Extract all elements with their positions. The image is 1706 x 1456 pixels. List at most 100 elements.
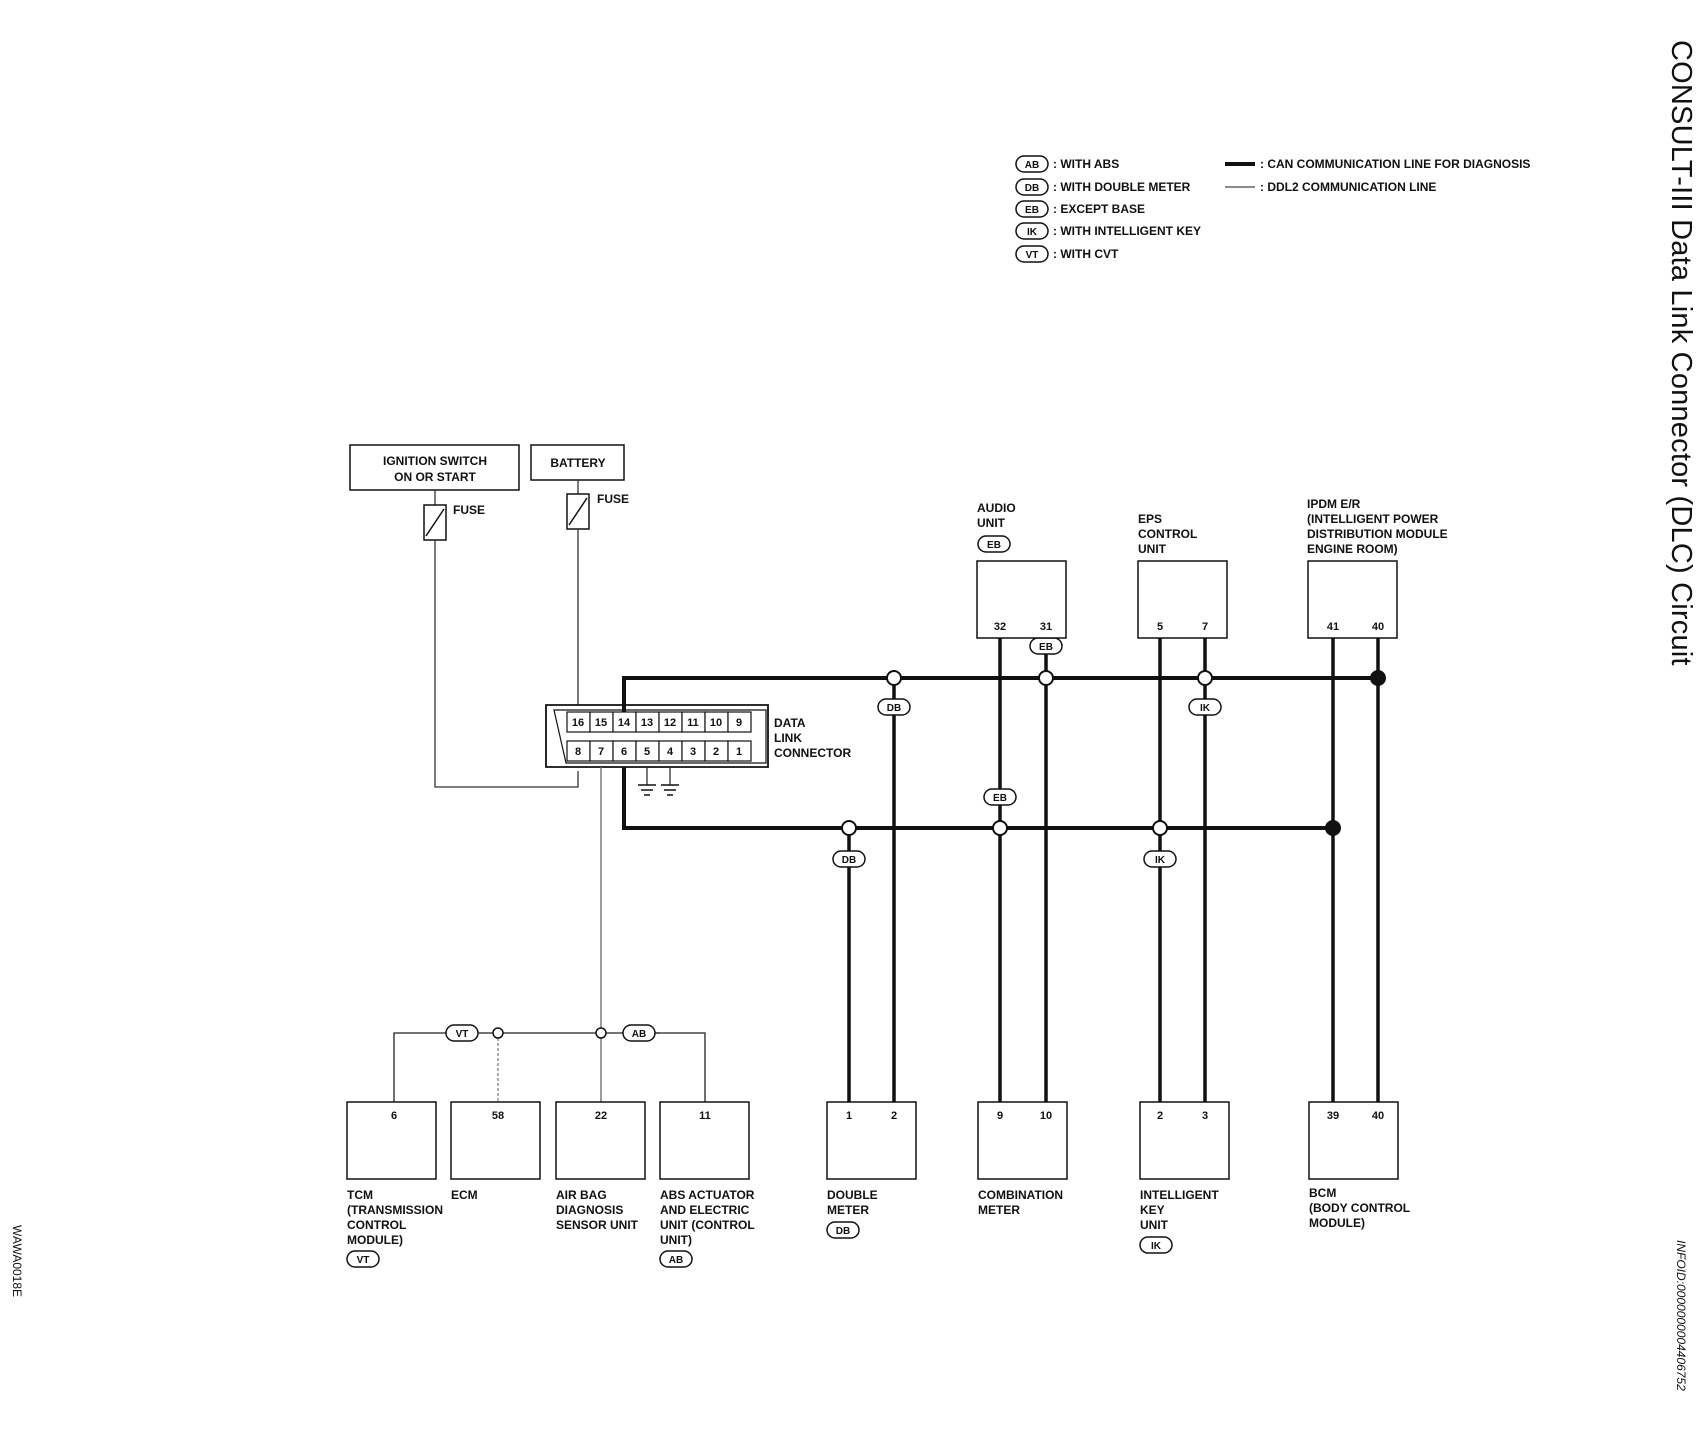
ignition-switch-box: IGNITION SWITCH ON OR START (349, 444, 520, 491)
svg-text:1: 1 (736, 746, 742, 758)
svg-text:MODULE): MODULE) (1309, 1216, 1365, 1230)
svg-text:AUDIO: AUDIO (977, 501, 1016, 515)
ground-symbols (638, 767, 679, 796)
svg-text:DOUBLE: DOUBLE (827, 1188, 878, 1202)
svg-text:3: 3 (1202, 1110, 1208, 1122)
svg-text:58: 58 (492, 1110, 504, 1122)
svg-text:: DDL2 COMMUNICATION LINE: : DDL2 COMMUNICATION LINE (1260, 180, 1436, 194)
svg-text:3: 3 (690, 746, 696, 758)
svg-text:UNIT): UNIT) (660, 1233, 692, 1247)
svg-text:ECM: ECM (451, 1188, 478, 1202)
svg-text:15: 15 (595, 717, 607, 729)
ignition-wire (434, 540, 579, 788)
legend-option-db: DB : WITH DOUBLE METER (1015, 178, 1191, 196)
svg-text:AND ELECTRIC: AND ELECTRIC (660, 1203, 750, 1217)
svg-text:DIAGNOSIS: DIAGNOSIS (556, 1203, 623, 1217)
abs-actuator-unit: 11 ABS ACTUATOR AND ELECTRIC UNIT (CONTR… (659, 1101, 755, 1268)
svg-text:KEY: KEY (1140, 1203, 1165, 1217)
svg-text:: WITH CVT: : WITH CVT (1053, 247, 1119, 261)
ignition-fuse: FUSE (423, 490, 485, 541)
legend-can-line: : CAN COMMUNICATION LINE FOR DIAGNOSIS (1225, 157, 1530, 171)
audio-unit: AUDIO UNIT EB 32 31 (976, 501, 1067, 639)
svg-text:7: 7 (1202, 621, 1208, 633)
battery-fuse: FUSE (566, 480, 629, 530)
svg-text:CONTROL: CONTROL (347, 1218, 406, 1232)
svg-text:: CAN COMMUNICATION LINE FOR D: : CAN COMMUNICATION LINE FOR DIAGNOSIS (1260, 157, 1530, 171)
svg-text:IPDM E/R: IPDM E/R (1307, 497, 1361, 511)
svg-text:BATTERY: BATTERY (550, 456, 605, 470)
option-pill-upper-eb: EB (1029, 637, 1063, 655)
svg-text:22: 22 (595, 1110, 607, 1122)
svg-text:DB: DB (836, 1226, 850, 1237)
svg-text:BCM: BCM (1309, 1186, 1336, 1200)
svg-text:TCM: TCM (347, 1188, 373, 1202)
legend: AB : WITH ABS DB : WITH DOUBLE METER EB … (1015, 155, 1530, 263)
legend-option-eb: EB : EXCEPT BASE (1015, 200, 1145, 218)
tcm-unit: 6 TCM (TRANSMISSION CONTROL MODULE) VT (346, 1101, 443, 1268)
svg-text:ENGINE ROOM): ENGINE ROOM) (1307, 542, 1398, 556)
svg-text:IK: IK (1027, 227, 1038, 238)
airbag-sensor-unit: 22 AIR BAG DIAGNOSIS SENSOR UNIT (555, 1101, 646, 1232)
svg-text:9: 9 (997, 1110, 1003, 1122)
svg-text:SENSOR UNIT: SENSOR UNIT (556, 1218, 639, 1232)
svg-text:EB: EB (1025, 205, 1039, 216)
svg-text:: WITH INTELLIGENT KEY: : WITH INTELLIGENT KEY (1053, 224, 1201, 238)
svg-text:40: 40 (1372, 1110, 1384, 1122)
svg-text:AB: AB (1025, 160, 1039, 171)
can-high-bus (622, 676, 1378, 712)
svg-text:CONTROL: CONTROL (1138, 527, 1197, 541)
svg-text:EPS: EPS (1138, 512, 1162, 526)
svg-text:32: 32 (994, 621, 1006, 633)
svg-text:EB: EB (1039, 642, 1053, 653)
svg-text:: WITH DOUBLE METER: : WITH DOUBLE METER (1053, 180, 1191, 194)
intelligent-key-unit: 2 3 INTELLIGENT KEY UNIT IK (1139, 1101, 1230, 1254)
svg-text:DB: DB (887, 703, 901, 714)
svg-text:(BODY CONTROL: (BODY CONTROL (1309, 1201, 1410, 1215)
double-meter-unit: 1 2 DOUBLE METER DB (826, 1101, 917, 1239)
dlc-bottom-pins: 8 7 6 5 4 3 2 1 (566, 740, 752, 762)
dlc-top-pins: 16 15 14 13 12 11 10 9 (566, 711, 752, 733)
svg-text:DISTRIBUTION MODULE: DISTRIBUTION MODULE (1307, 527, 1448, 541)
svg-text:39: 39 (1327, 1110, 1339, 1122)
svg-text:2: 2 (1157, 1110, 1163, 1122)
svg-text:METER: METER (827, 1203, 869, 1217)
svg-text:ABS ACTUATOR: ABS ACTUATOR (660, 1188, 755, 1202)
svg-text:10: 10 (710, 717, 722, 729)
svg-text:10: 10 (1040, 1110, 1052, 1122)
svg-text:VT: VT (1026, 250, 1039, 261)
option-pill-lower-db: DB (832, 850, 866, 868)
svg-text:AB: AB (632, 1029, 646, 1040)
svg-text:UNIT (CONTROL: UNIT (CONTROL (660, 1218, 755, 1232)
svg-text:4: 4 (667, 746, 674, 758)
legend-ddl2-line: : DDL2 COMMUNICATION LINE (1225, 180, 1436, 194)
svg-text:UNIT: UNIT (1138, 542, 1167, 556)
svg-text:(TRANSMISSION: (TRANSMISSION (347, 1203, 443, 1217)
svg-text:5: 5 (1157, 621, 1163, 633)
svg-text:16: 16 (572, 717, 584, 729)
svg-text:40: 40 (1372, 621, 1384, 633)
svg-text:5: 5 (644, 746, 650, 758)
svg-text:11: 11 (687, 717, 699, 729)
svg-text:FUSE: FUSE (453, 503, 485, 517)
svg-text:6: 6 (621, 746, 627, 758)
svg-text:DATA: DATA (774, 716, 806, 730)
option-pill-lower-ik: IK (1143, 850, 1177, 868)
svg-text:FUSE: FUSE (597, 492, 629, 506)
svg-text:7: 7 (598, 746, 604, 758)
svg-text:UNIT: UNIT (1140, 1218, 1169, 1232)
svg-text:INTELLIGENT: INTELLIGENT (1140, 1188, 1219, 1202)
svg-text:2: 2 (891, 1110, 897, 1122)
svg-text:EB: EB (987, 540, 1001, 551)
svg-text:MODULE): MODULE) (347, 1233, 403, 1247)
svg-text:AB: AB (669, 1255, 683, 1266)
svg-text:IK: IK (1151, 1241, 1162, 1252)
svg-text:CONNECTOR: CONNECTOR (774, 746, 851, 760)
legend-option-ab: AB : WITH ABS (1015, 155, 1119, 173)
svg-text:UNIT: UNIT (977, 516, 1006, 530)
svg-text:DB: DB (842, 855, 856, 866)
svg-text:11: 11 (699, 1110, 711, 1122)
svg-text:6: 6 (391, 1110, 397, 1122)
svg-text:VT: VT (357, 1255, 370, 1266)
